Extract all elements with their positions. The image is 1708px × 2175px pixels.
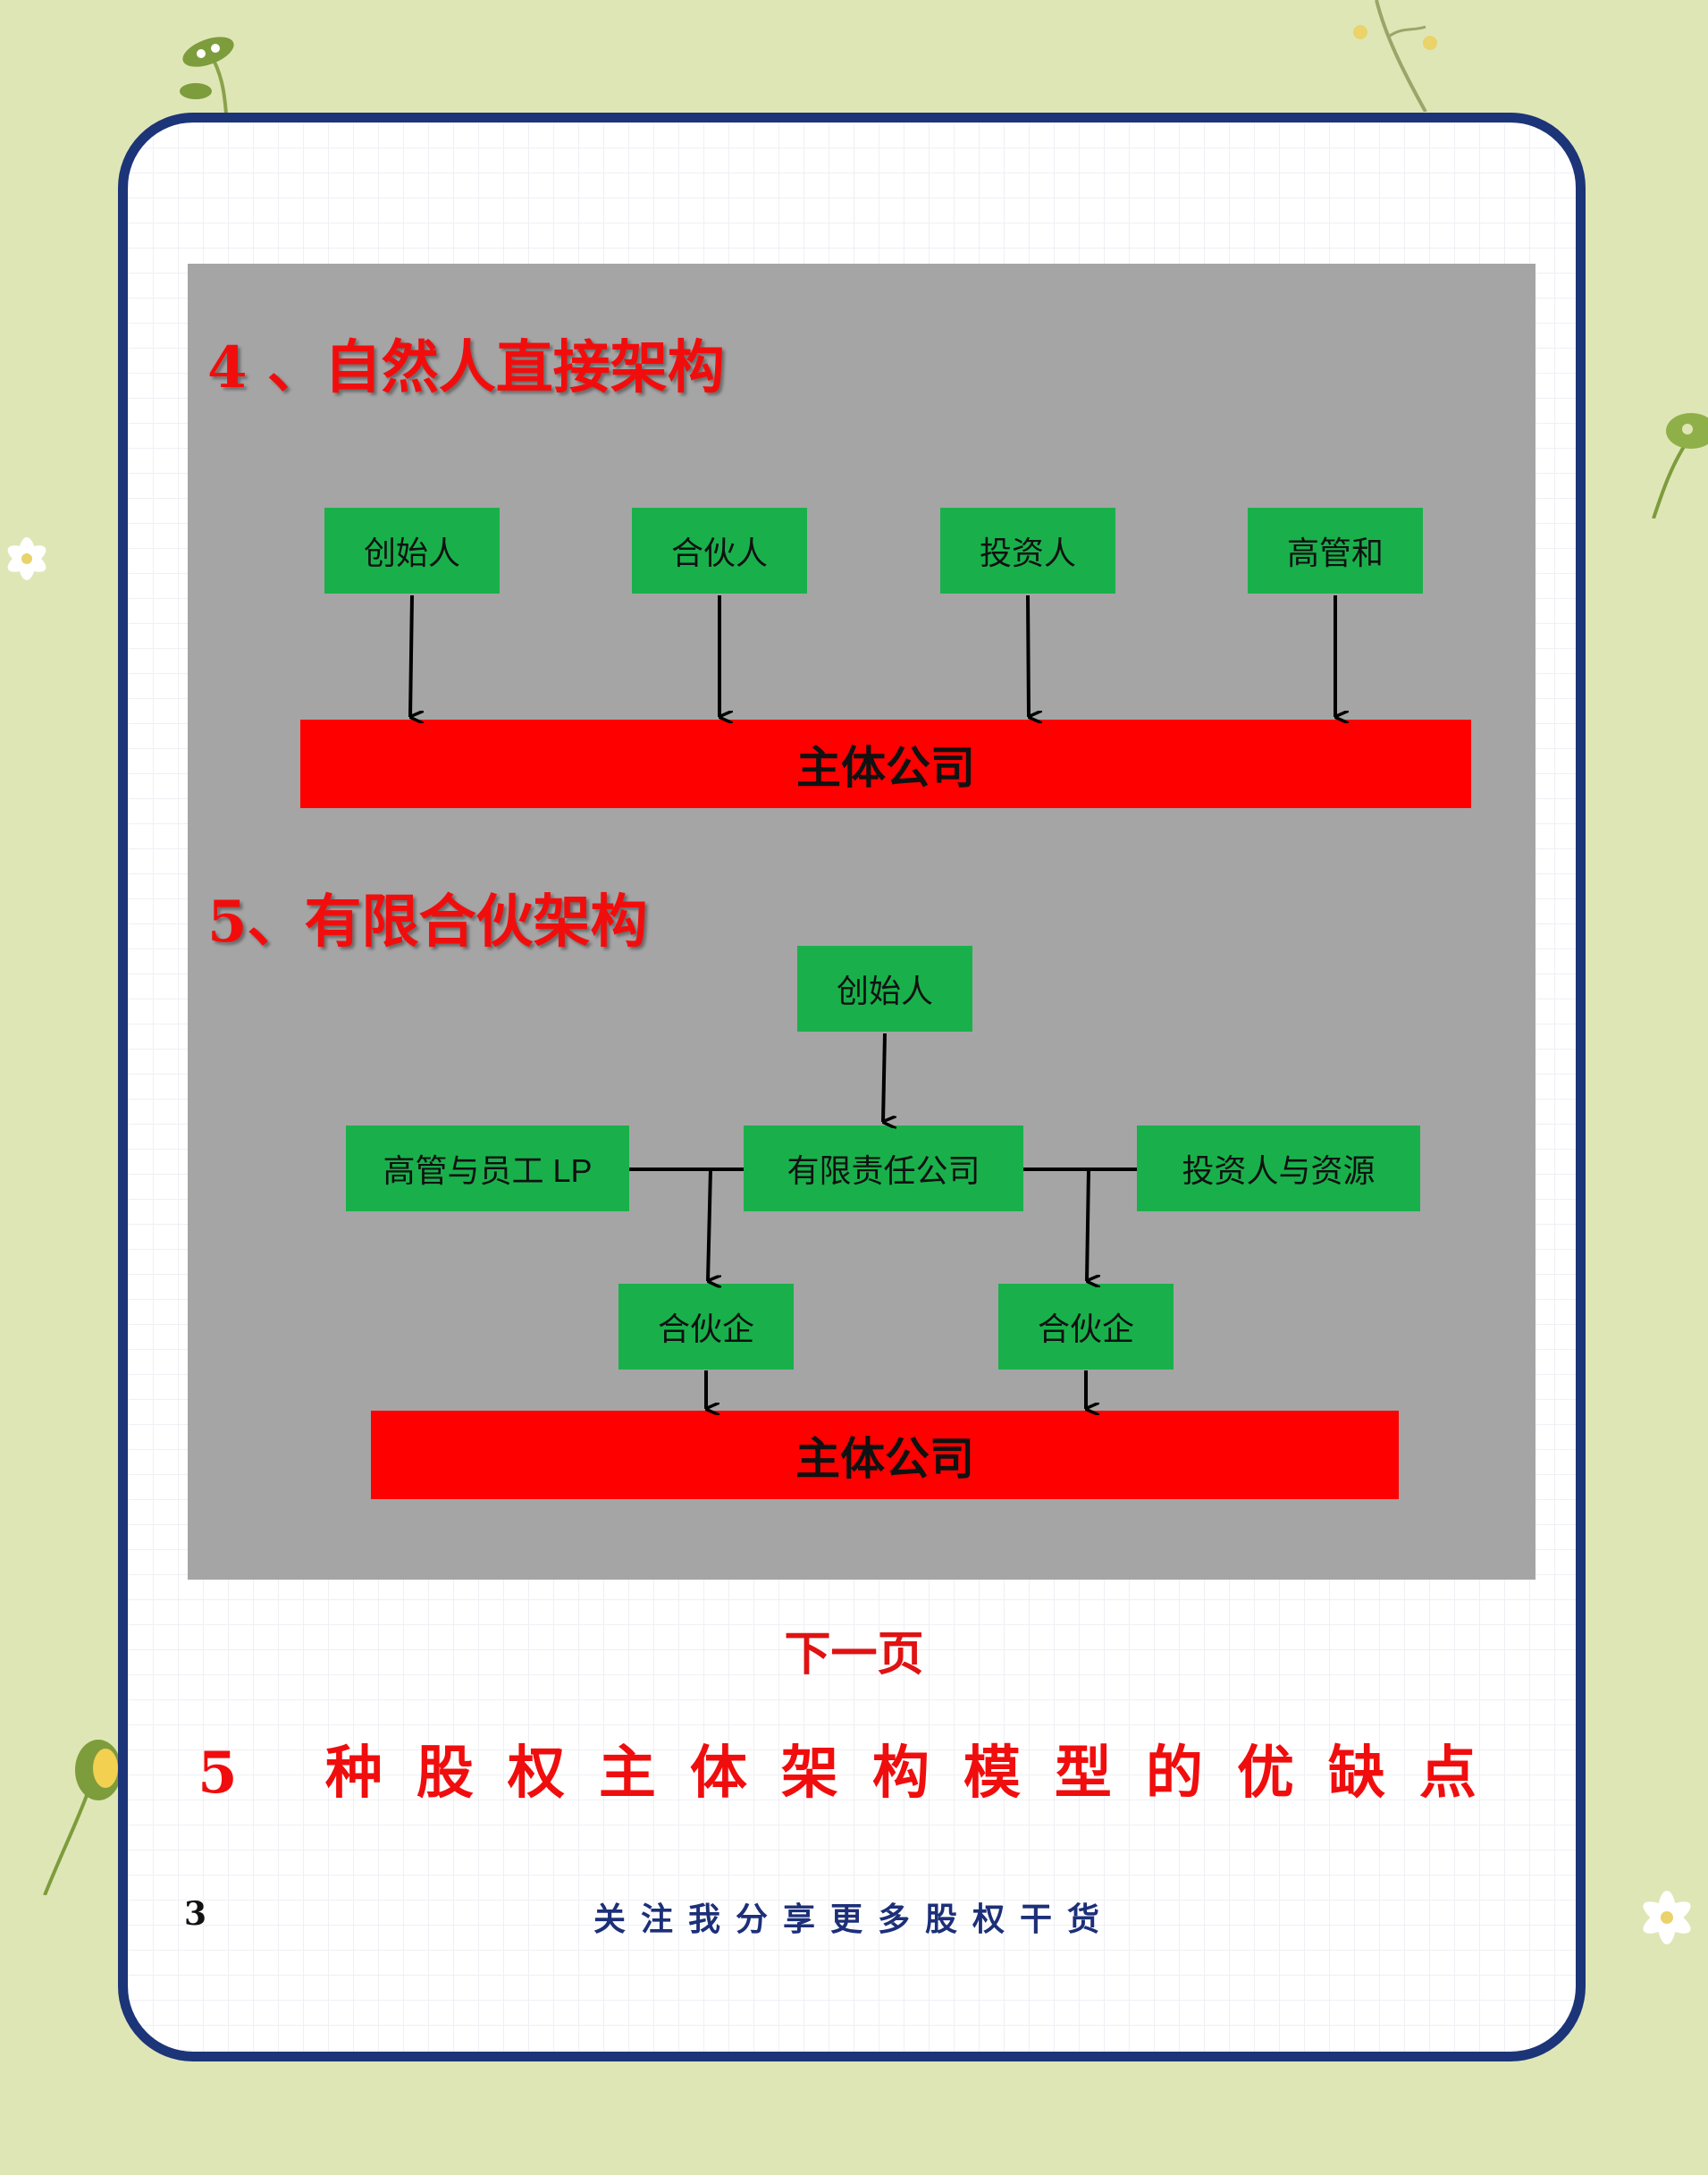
box-executives-lp: 高管与员工 LP [346,1125,629,1211]
box-founder: 创始人 [324,508,500,594]
box-founder-lp: 创始人 [797,946,972,1032]
next-page-label: 下一页 [784,1627,924,1682]
page-number: 3 [184,1895,207,1933]
diagram-panel [188,264,1536,1580]
box-investors-lp: 投资人与资源 [1137,1125,1420,1211]
section5-title: 5、有限合伙架构 [207,889,648,956]
footer-text: 关注我分享更多股权干货 [593,1901,1115,1938]
box-partnership-left: 合伙企 [618,1284,794,1370]
box-partnership-right: 合伙企 [998,1284,1174,1370]
tulip-icon [43,1740,121,1895]
flower-icon [1643,1891,1691,1944]
box-investor: 投资人 [940,508,1115,594]
box-partner: 合伙人 [632,508,807,594]
sprout-icon [180,37,234,115]
branch-icon [1353,0,1437,112]
next-topic-title: 5 种股权主体架构模型的优缺点 [198,1740,1510,1807]
main-company-bar-lp: 主体公司 [371,1411,1399,1499]
section4-title: 4 、自然人直接架构 [207,334,725,401]
leaf-icon [1652,413,1708,518]
main-company-bar: 主体公司 [300,720,1471,808]
box-llc: 有限责任公司 [744,1125,1023,1211]
box-executive: 高管和 [1248,508,1423,594]
flower-icon [7,537,46,580]
